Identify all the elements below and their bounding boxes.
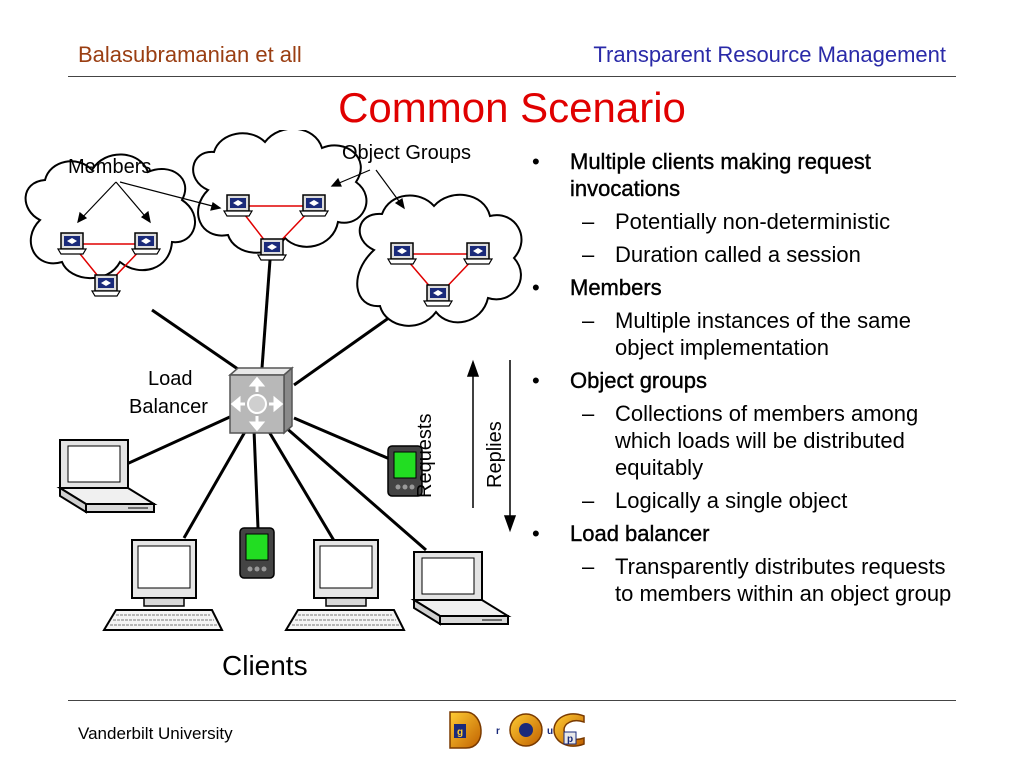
cloud-middle [192, 127, 368, 254]
sub-bullet-text: Duration called a session [615, 242, 861, 267]
bullet-item: •Multiple clients making request invocat… [532, 149, 871, 201]
bullet-item: •Load balancer [532, 521, 710, 546]
sub-bullet-item: –Duration called a session [582, 242, 861, 267]
header-divider [68, 76, 956, 77]
doc-group-logo: g r u p [444, 706, 594, 754]
sub-bullet-item: –Multiple instances of the same object i… [582, 308, 911, 360]
object-groups-label: Object Groups [342, 142, 471, 164]
members-label: Members [68, 156, 152, 178]
client-desktop-1 [103, 539, 223, 631]
load-balancer-device [228, 366, 294, 435]
sub-bullet-item: –Collections of members among which load… [582, 401, 919, 480]
load-label: Load [148, 368, 193, 390]
slide-title: Common Scenario [338, 84, 686, 131]
cloud-right [356, 193, 523, 327]
client-links [117, 259, 427, 552]
bullet-text: Members [570, 275, 662, 300]
logo-letter-g: g [457, 727, 463, 738]
label-pointers [77, 169, 405, 224]
request-reply-arrows [466, 359, 517, 533]
footer-divider [68, 700, 956, 701]
sub-bullet-item: –Potentially non-deterministic [582, 209, 891, 234]
client-pda-1 [239, 527, 275, 579]
sub-bullet-text: Transparently distributes requests to me… [615, 554, 952, 606]
logo-svg: g r u p [449, 711, 585, 749]
clients-label: Clients [222, 650, 308, 681]
header-topic: Transparent Resource Management [593, 42, 946, 67]
bullet-item: •Object groups [532, 368, 707, 393]
client-laptop-2 [413, 551, 509, 625]
client-desktop-2 [285, 539, 405, 631]
header-author: Balasubramanian et all [78, 42, 302, 67]
client-laptop-1 [59, 439, 155, 513]
bullet-list: •Multiple clients making request invocat… [530, 148, 960, 613]
bullet-item: •Members [532, 275, 662, 300]
sub-bullet-item: –Logically a single object [582, 488, 848, 513]
balancer-label: Balancer [129, 396, 208, 418]
client-devices [59, 439, 509, 631]
replies-label: Replies [484, 421, 506, 488]
requests-label: Requests [414, 413, 436, 499]
bullet-text: Multiple clients making request invocati… [570, 149, 871, 201]
sub-bullet-text: Potentially non-deterministic [615, 209, 891, 234]
logo-letter-p: p [567, 734, 573, 745]
logo-letter-u: u [547, 726, 553, 737]
sub-bullet-text: Collections of members among which loads… [615, 401, 919, 480]
bullet-text: Object groups [570, 368, 707, 393]
footer-institution: Vanderbilt University [78, 724, 233, 743]
sub-bullet-text: Logically a single object [615, 488, 848, 513]
scenario-diagram: Members Object Groups Load Balancer Requ… [0, 127, 530, 690]
logo-letter-r: r [496, 726, 500, 737]
diagram-svg [24, 127, 523, 631]
sub-bullet-item: –Transparently distributes requests to m… [582, 554, 952, 606]
sub-bullet-text: Multiple instances of the same object im… [615, 308, 911, 360]
bullet-text: Load balancer [570, 521, 710, 546]
